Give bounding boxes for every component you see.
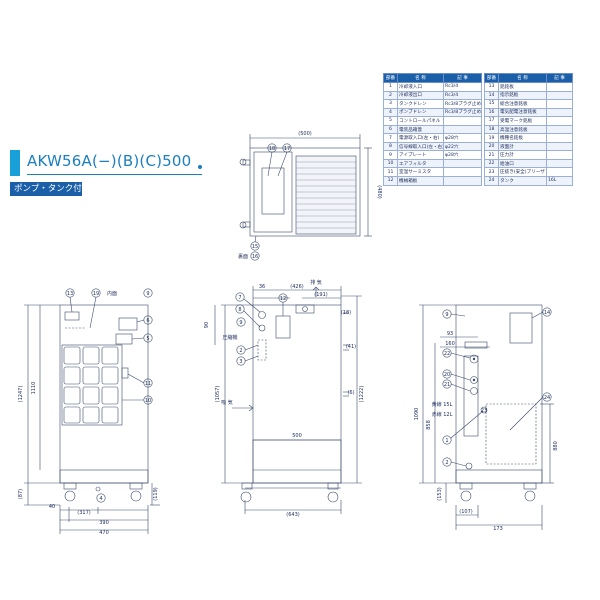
exhaust-label: 排 気 — [310, 279, 322, 286]
dim-1057: (1057) — [215, 386, 221, 403]
callout-14: 14 — [544, 310, 550, 316]
callout-11: 11 — [145, 381, 151, 387]
dim-500: 500 — [292, 433, 302, 439]
callout-18: 18 — [269, 146, 275, 152]
callout-13: 13 — [67, 291, 73, 297]
dim-191: (191) — [314, 292, 327, 298]
dim-87: (87) — [18, 489, 24, 499]
dim-426: (426) — [290, 284, 303, 290]
option-badge: ポンプ・タンク付 — [10, 182, 82, 196]
intake-label: 吸 気 — [221, 399, 233, 406]
dim-36: 36 — [259, 284, 265, 290]
dim-858: 858 — [426, 420, 432, 430]
yellow-line-label: 黄線 15L — [432, 401, 453, 408]
callout-3-side: 3 — [239, 359, 242, 365]
inside-label: 内面 — [107, 290, 117, 297]
dim-470: 470 — [99, 530, 109, 536]
part-note — [443, 176, 482, 186]
dim-18: (18) — [341, 310, 351, 316]
col-header-note: 記 事 — [546, 73, 573, 83]
model-title: AKW56A(−)(B)(C)500 — [27, 152, 192, 170]
callout-19: 19 — [93, 291, 99, 297]
dim-107: (107) — [459, 509, 472, 515]
title-accent-bar — [10, 150, 20, 176]
part-note: 16L — [546, 176, 573, 186]
callout-7: 7 — [238, 295, 241, 301]
callout-6: 6 — [146, 318, 149, 324]
callout-2-side: 2 — [239, 348, 242, 354]
dim-41: (41) — [346, 344, 356, 350]
callout-22: 22 — [444, 351, 450, 357]
title-underline — [27, 174, 202, 175]
dim-643: (643) — [286, 512, 299, 518]
rear-view — [419, 304, 554, 530]
callout-20: 20 — [444, 372, 450, 378]
callout-15: 15 — [252, 244, 258, 250]
dim-90: 90 — [204, 322, 210, 328]
callout-4: 4 — [99, 496, 102, 502]
title-dot — [198, 165, 202, 169]
callout-8: 8 — [238, 307, 241, 313]
callout-23: 23 — [481, 408, 487, 414]
dim-160: 160 — [445, 341, 455, 347]
red-line-label: 赤線 12L — [432, 411, 453, 418]
dim-1247: (1247) — [18, 386, 24, 403]
dim-153: (153) — [437, 487, 443, 500]
dim-119: (119) — [153, 487, 159, 500]
compressor-label: 圧縮機 — [222, 334, 237, 341]
front-view — [24, 288, 160, 534]
callout-21: 21 — [444, 382, 450, 388]
dim-top-depth: (480) — [376, 185, 382, 198]
rear-label: 裏面 — [238, 253, 248, 260]
callout-9: 9 — [146, 291, 149, 297]
callout-16: 16 — [252, 254, 258, 260]
dim-1090: 1090 — [414, 408, 420, 421]
side-view — [214, 286, 362, 514]
dim-93: 93 — [447, 331, 453, 337]
dim-40: 40 — [49, 504, 55, 510]
callout-12: 12 — [280, 296, 286, 302]
dim-390: 390 — [99, 520, 109, 526]
col-header-note: 記 事 — [443, 73, 482, 83]
top-view — [239, 134, 372, 261]
dim-1110: 1110 — [31, 382, 37, 395]
callout-2-rear: 2 — [445, 460, 448, 466]
callout-1: 1 — [445, 438, 448, 444]
dim-top-width: (500) — [298, 131, 311, 137]
callout-9-side: 9 — [239, 320, 242, 326]
dim-173: 173 — [493, 526, 503, 532]
callout-10: 10 — [145, 398, 151, 404]
callout-5: 5 — [146, 336, 149, 342]
dim-880: 880 — [553, 441, 559, 451]
dim-317: (317) — [77, 510, 90, 516]
callout-24: 24 — [544, 395, 550, 401]
callout-9-rear: 9 — [445, 312, 448, 318]
dim-1222: (1222) — [359, 386, 365, 403]
dim-6: (6) — [347, 390, 354, 396]
callout-17: 17 — [284, 146, 290, 152]
